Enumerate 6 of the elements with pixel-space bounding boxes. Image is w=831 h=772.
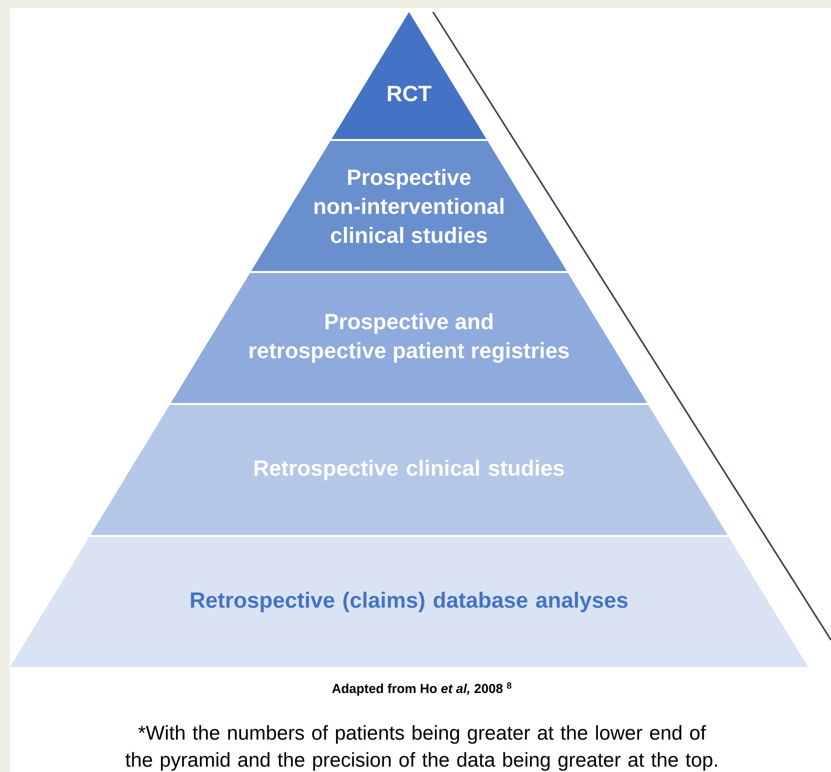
pyramid-band: Prospective and retrospective patient registries	[170, 273, 648, 403]
source-note: Adapted from Ho et al, 2008 $^{8}$	[332, 682, 512, 696]
pyramid-band: Retrospective clinical studies	[90, 405, 728, 535]
pyramid-band: RCT	[332, 12, 486, 139]
footnote: *With the numbers of patients being greater at the lower end of the pyramid and the precision of the data being greater at the top.	[125, 725, 717, 771]
pyramid-band: Prospective non-interventional clinical studies	[251, 141, 567, 271]
